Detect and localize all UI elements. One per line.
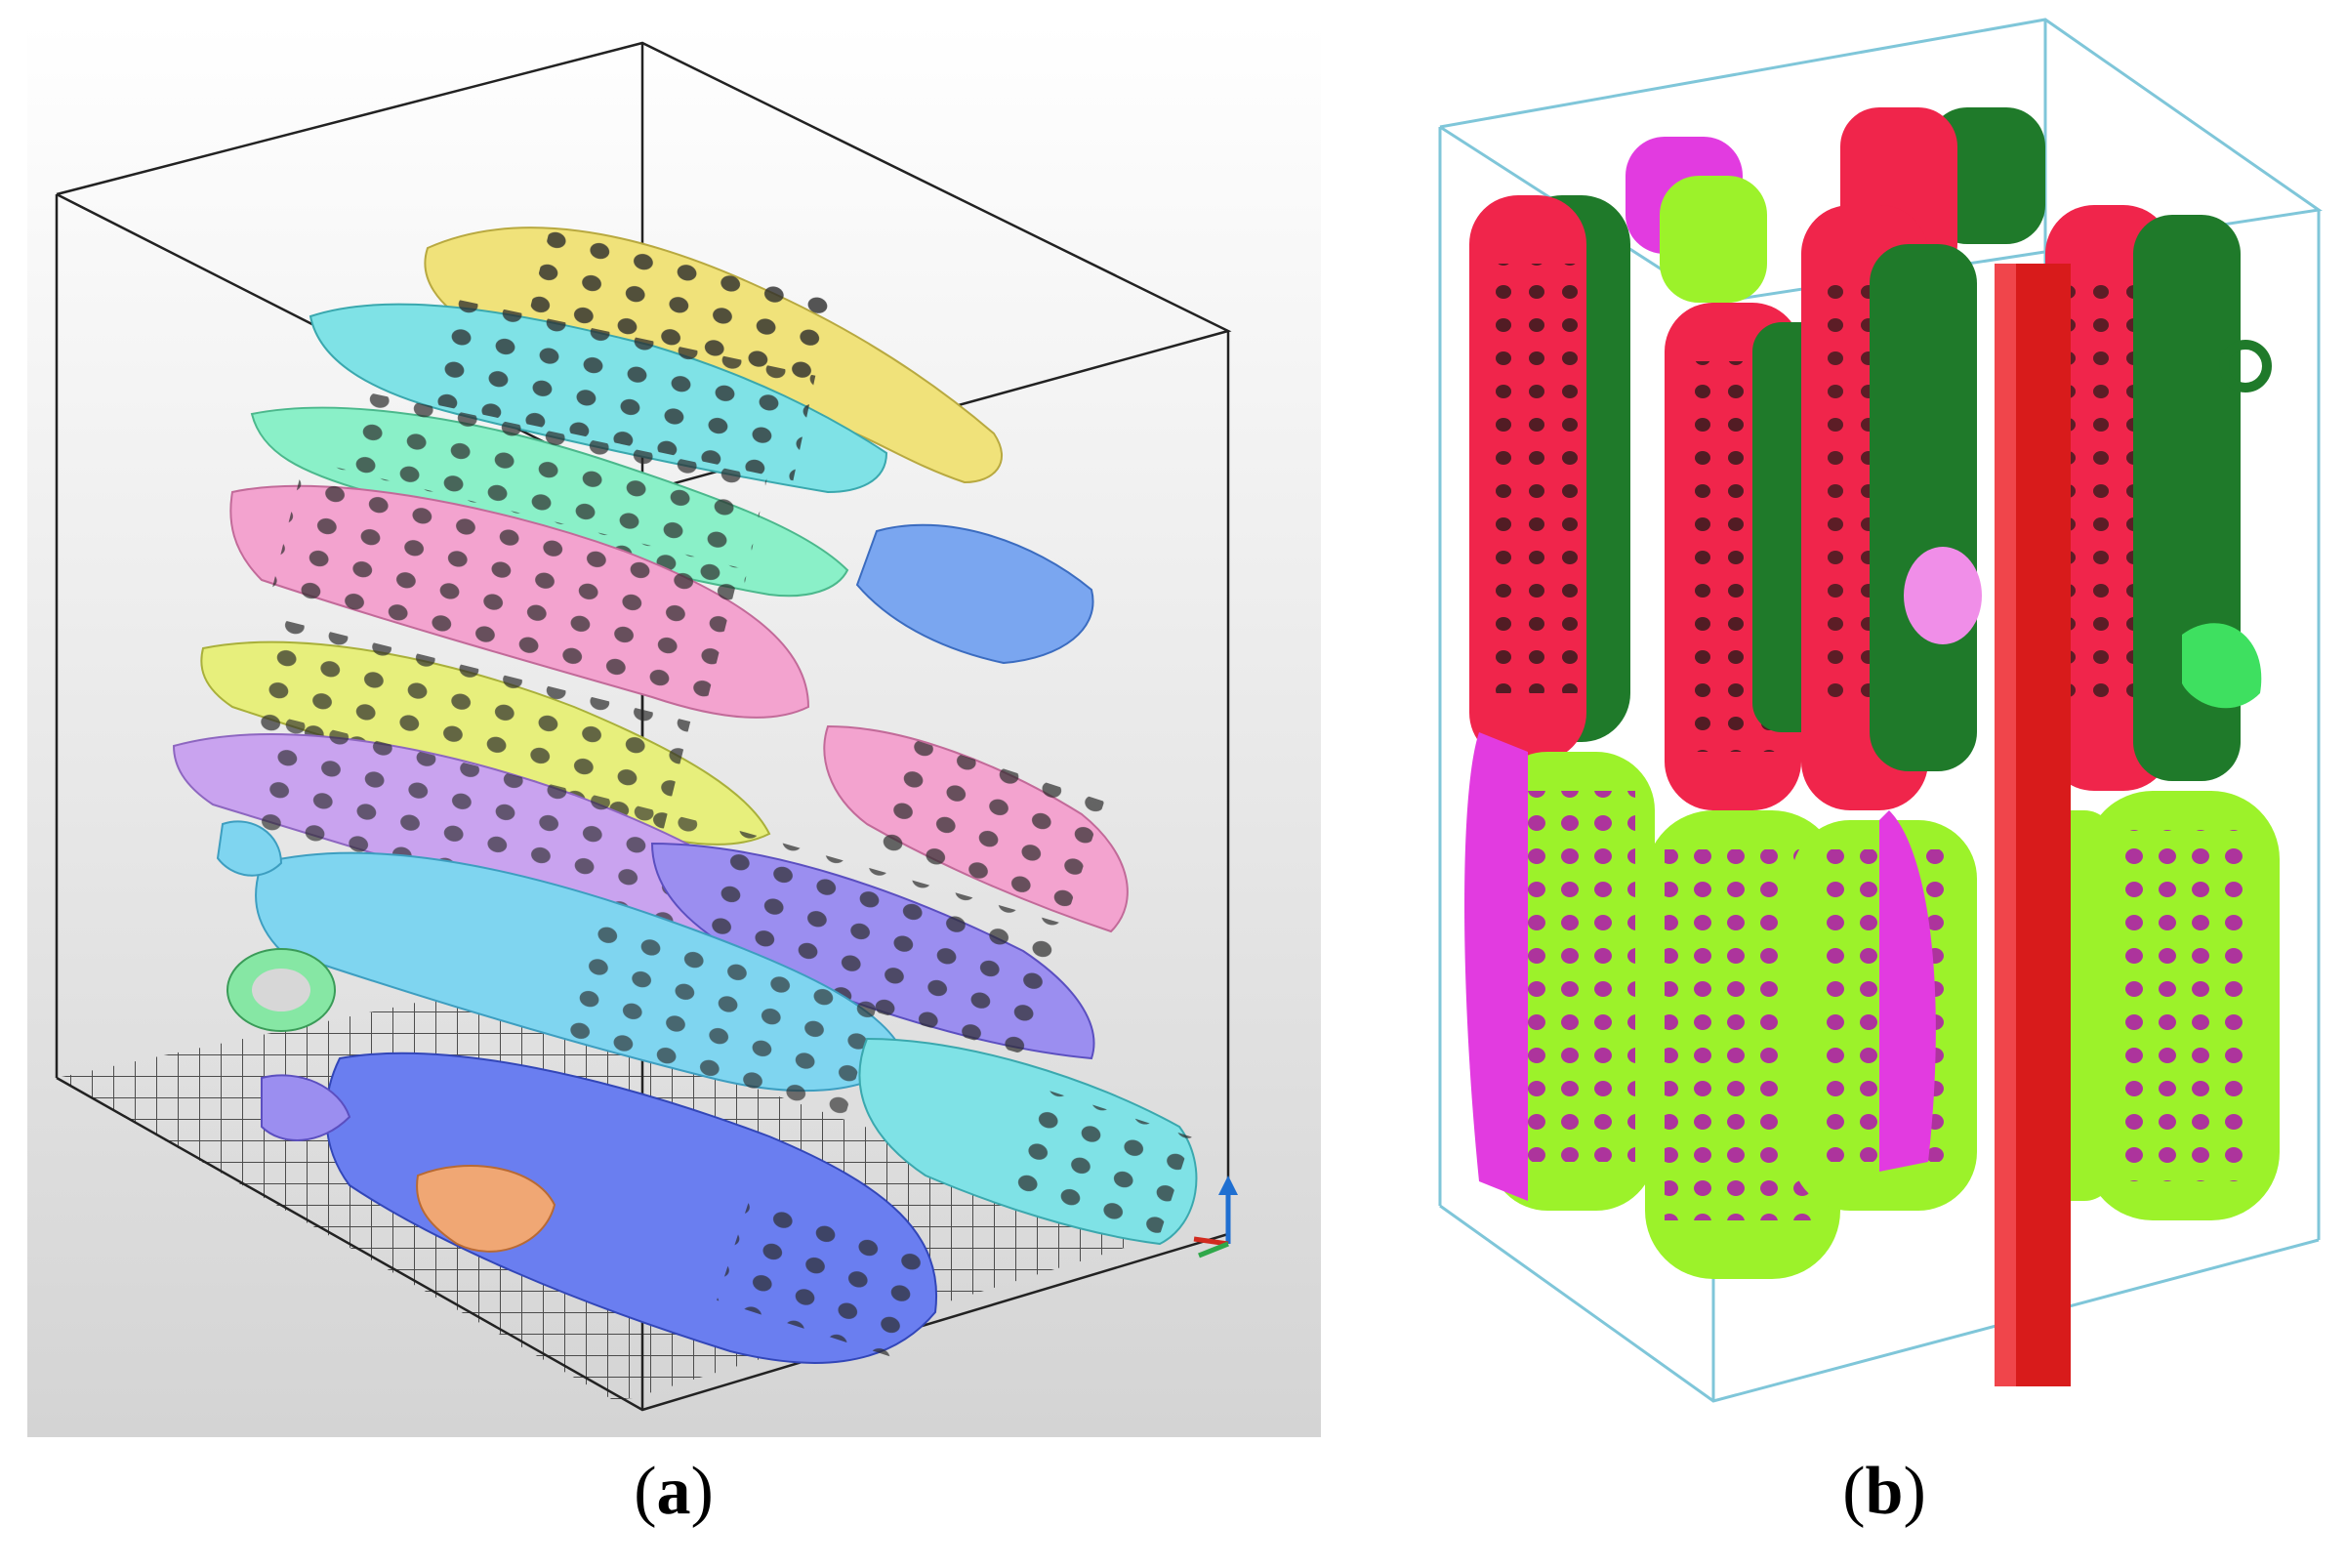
panel-a-build-volume [27, 23, 1321, 1437]
axis-triad-icon [1193, 1176, 1238, 1259]
panel-b-build-volume [1420, 10, 2346, 1416]
splint-parts [172, 227, 1198, 1364]
orthosis-parts [1464, 107, 2280, 1386]
panel-a-render [27, 23, 1321, 1437]
caption-a: (a) [634, 1454, 714, 1529]
panel-b-render [1420, 10, 2346, 1416]
caption-b: (b) [1842, 1454, 1926, 1529]
